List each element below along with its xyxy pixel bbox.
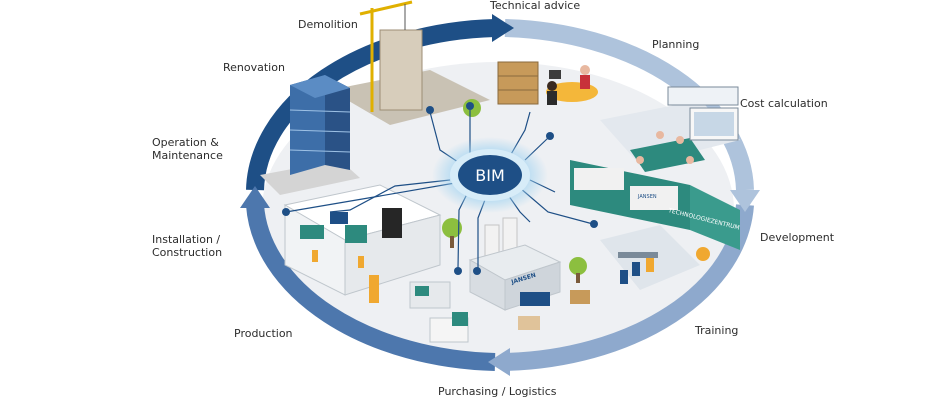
hub-core [458, 155, 522, 195]
hub-label: BIM [475, 166, 505, 185]
ring-segment-bottom-left [246, 204, 496, 371]
arrow-head-bottom [488, 348, 510, 376]
hub-nodes [282, 102, 598, 275]
ring-segment-top-right [504, 19, 754, 191]
label-purchasing-logistics: Purchasing / Logistics [438, 385, 557, 398]
label-planning: Planning [652, 38, 700, 51]
label-renovation: Renovation [223, 61, 285, 74]
arrow-head-left [240, 186, 270, 208]
label-production: Production [234, 327, 293, 340]
bim-hub: BIM [282, 102, 598, 275]
training-workshop [600, 225, 700, 290]
office-tower [260, 75, 360, 195]
technology-centre: TECHNOLOGIEZENTRUM JANSEN [570, 160, 740, 261]
label-training: Training [695, 324, 739, 337]
demolition-site [330, 0, 490, 125]
label-installation-construction: Installation / Construction [152, 233, 223, 259]
production-hall [283, 184, 442, 303]
wall-sign: JANSEN [637, 194, 657, 200]
label-cost-calculation: Cost calculation [740, 97, 828, 110]
label-demolition: Demolition [298, 18, 358, 31]
label-operation-maintenance: Operation & Maintenance [152, 136, 223, 162]
arrow-head-top [492, 14, 514, 42]
cycle-arrows [240, 14, 760, 376]
label-technical-advice: Technical advice [490, 0, 581, 12]
planning-meeting-room [600, 86, 740, 172]
technical-advice-office [497, 61, 598, 105]
label-development: Development [760, 231, 835, 244]
arrow-head-right [730, 190, 760, 212]
